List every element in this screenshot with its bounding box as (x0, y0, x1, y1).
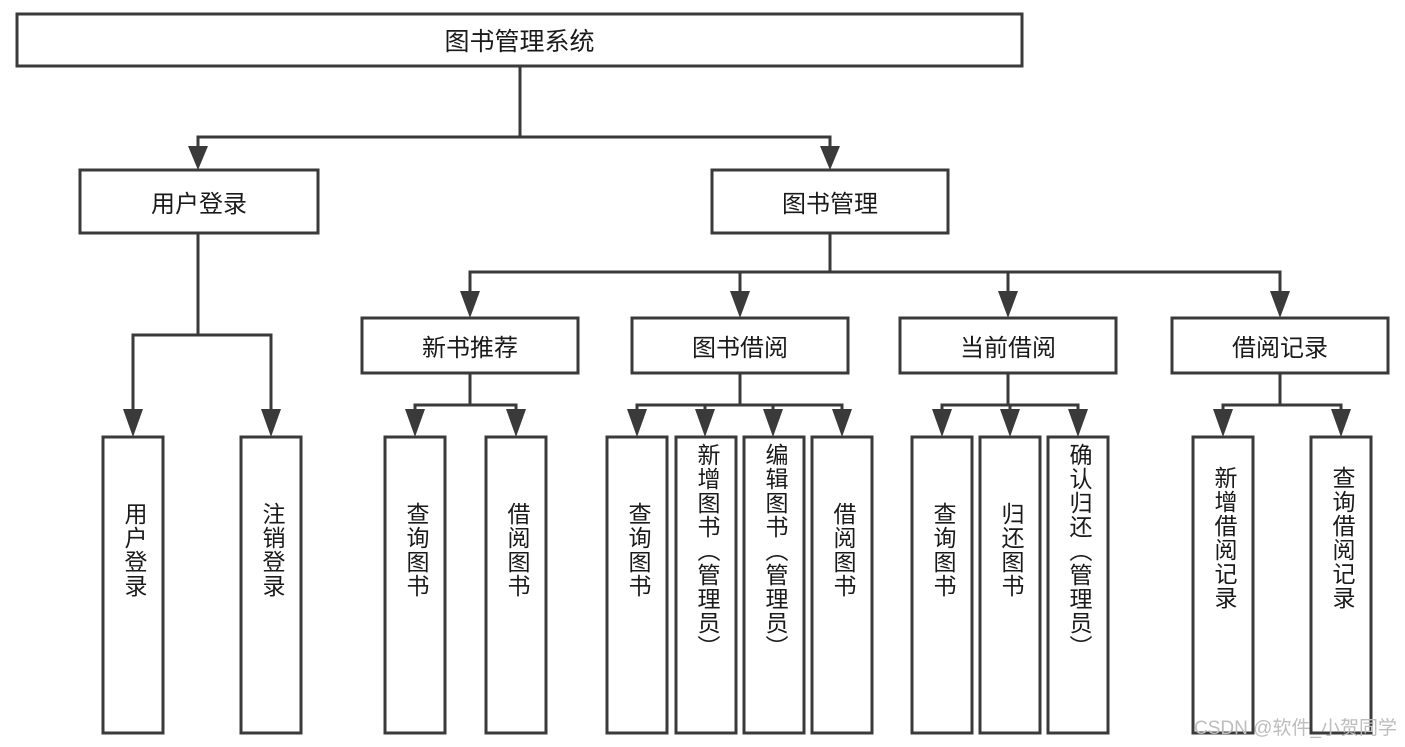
node-box-leaf-query-record[interactable] (1309, 435, 1373, 735)
arrow-head-leaf-return-book (1000, 409, 1020, 437)
node-box-book-manage[interactable] (710, 168, 950, 235)
node-box-new-book-rec[interactable] (360, 316, 580, 375)
arrow-head-leaf-borrow-book-1 (506, 409, 526, 437)
arrow-head-leaf-edit-book (763, 409, 783, 437)
node-box-leaf-query-book-3[interactable] (910, 435, 974, 735)
node-box-leaf-logout[interactable] (239, 435, 303, 735)
arrow-head-leaf-add-book (695, 409, 715, 437)
node-box-leaf-return-book[interactable] (978, 435, 1042, 735)
arrow-head-borrow-record (1270, 291, 1290, 318)
node-box-leaf-query-book-1[interactable] (383, 435, 447, 735)
connector-group-book-manage (460, 231, 1290, 318)
connector-group-new-book-rec (405, 371, 526, 437)
node-box-borrow-record[interactable] (1170, 316, 1390, 375)
arrow-head-user-login (188, 146, 208, 170)
arrow-head-leaf-query-book-2 (627, 409, 647, 437)
arrow-head-leaf-add-record (1213, 409, 1233, 437)
arrow-head-leaf-user-login (123, 409, 143, 437)
arrow-head-new-book-rec (460, 291, 480, 318)
node-box-user-login[interactable] (78, 168, 320, 235)
arrow-head-leaf-query-book-3 (932, 409, 952, 437)
connector-group-root (188, 64, 840, 170)
connector-group-borrow-record (1213, 371, 1351, 437)
node-box-leaf-query-book-2[interactable] (605, 435, 669, 735)
arrow-head-book-borrow (730, 291, 750, 318)
node-box-leaf-confirm-return[interactable] (1046, 435, 1110, 735)
node-box-leaf-borrow-book-2[interactable] (810, 435, 874, 735)
arrow-head-leaf-query-record (1331, 409, 1351, 437)
node-box-root[interactable] (15, 12, 1024, 68)
node-box-leaf-user-login[interactable] (101, 435, 165, 735)
node-box-current-borrow[interactable] (898, 316, 1118, 375)
connector-group-current-borrow (932, 371, 1088, 437)
node-box-leaf-add-record[interactable] (1191, 435, 1255, 735)
node-box-leaf-edit-book[interactable] (742, 435, 806, 735)
connector-group-book-borrow (627, 371, 852, 437)
arrow-head-leaf-logout (261, 409, 281, 437)
arrow-head-book-manage (820, 146, 840, 170)
connector-group-user-login (123, 231, 281, 437)
node-box-book-borrow[interactable] (630, 316, 850, 375)
arrow-head-leaf-confirm-return (1068, 409, 1088, 437)
node-box-leaf-add-book[interactable] (674, 435, 738, 735)
arrow-head-current-borrow (998, 291, 1018, 318)
arrow-head-leaf-query-book-1 (405, 409, 425, 437)
arrow-head-leaf-borrow-book-2 (832, 409, 852, 437)
node-box-leaf-borrow-book-1[interactable] (484, 435, 548, 735)
